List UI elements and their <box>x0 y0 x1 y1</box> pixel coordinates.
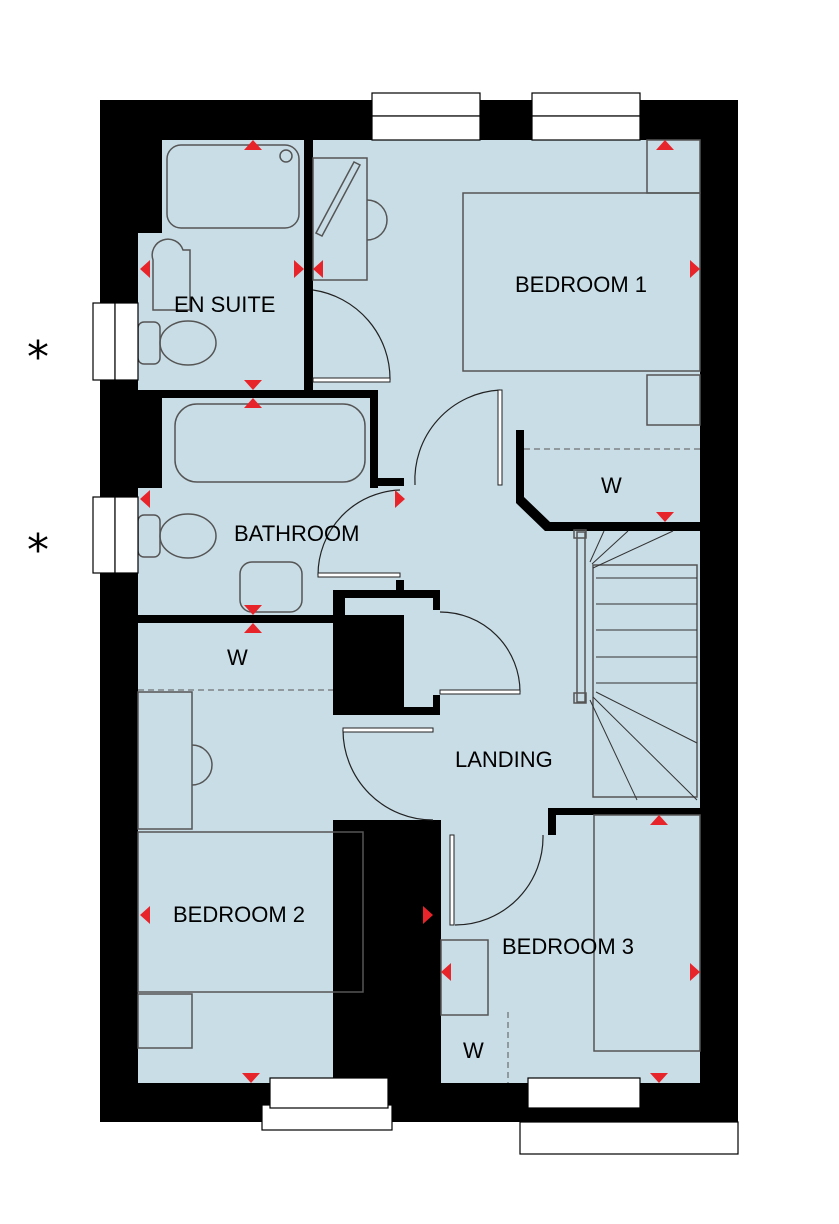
label-store: ST <box>372 641 400 666</box>
shower-tray <box>166 144 300 229</box>
basin-bathroom <box>239 561 303 613</box>
label-bathroom: BATHROOM <box>234 521 359 546</box>
bed-3 <box>593 814 701 1052</box>
label-wardrobe-bedroom-3: W <box>463 1038 484 1063</box>
dimension-markers <box>140 140 700 1083</box>
staircase <box>573 529 698 801</box>
label-landing: LANDING <box>455 747 553 772</box>
basin <box>151 238 191 311</box>
label-bedroom-2: BEDROOM 2 <box>173 902 305 927</box>
label-wardrobe-bedroom-1: W <box>601 473 622 498</box>
desk-2 <box>137 691 193 830</box>
bed-1 <box>462 192 701 372</box>
label-bedroom-3: BEDROOM 3 <box>502 934 634 959</box>
windows <box>92 92 739 1155</box>
asterisk-note: * <box>27 332 49 383</box>
desk <box>312 157 368 281</box>
bath <box>174 403 366 483</box>
floor-area <box>138 140 700 1083</box>
label-en-suite: EN SUITE <box>174 292 275 317</box>
asterisk-note: * <box>27 525 49 576</box>
fixtures <box>137 139 701 1083</box>
label-bedroom-1: BEDROOM 1 <box>515 272 647 297</box>
bed-2 <box>137 831 364 993</box>
doors <box>312 289 544 926</box>
desk-3 <box>440 939 489 1016</box>
label-wardrobe-bedroom-2: W <box>227 645 248 670</box>
